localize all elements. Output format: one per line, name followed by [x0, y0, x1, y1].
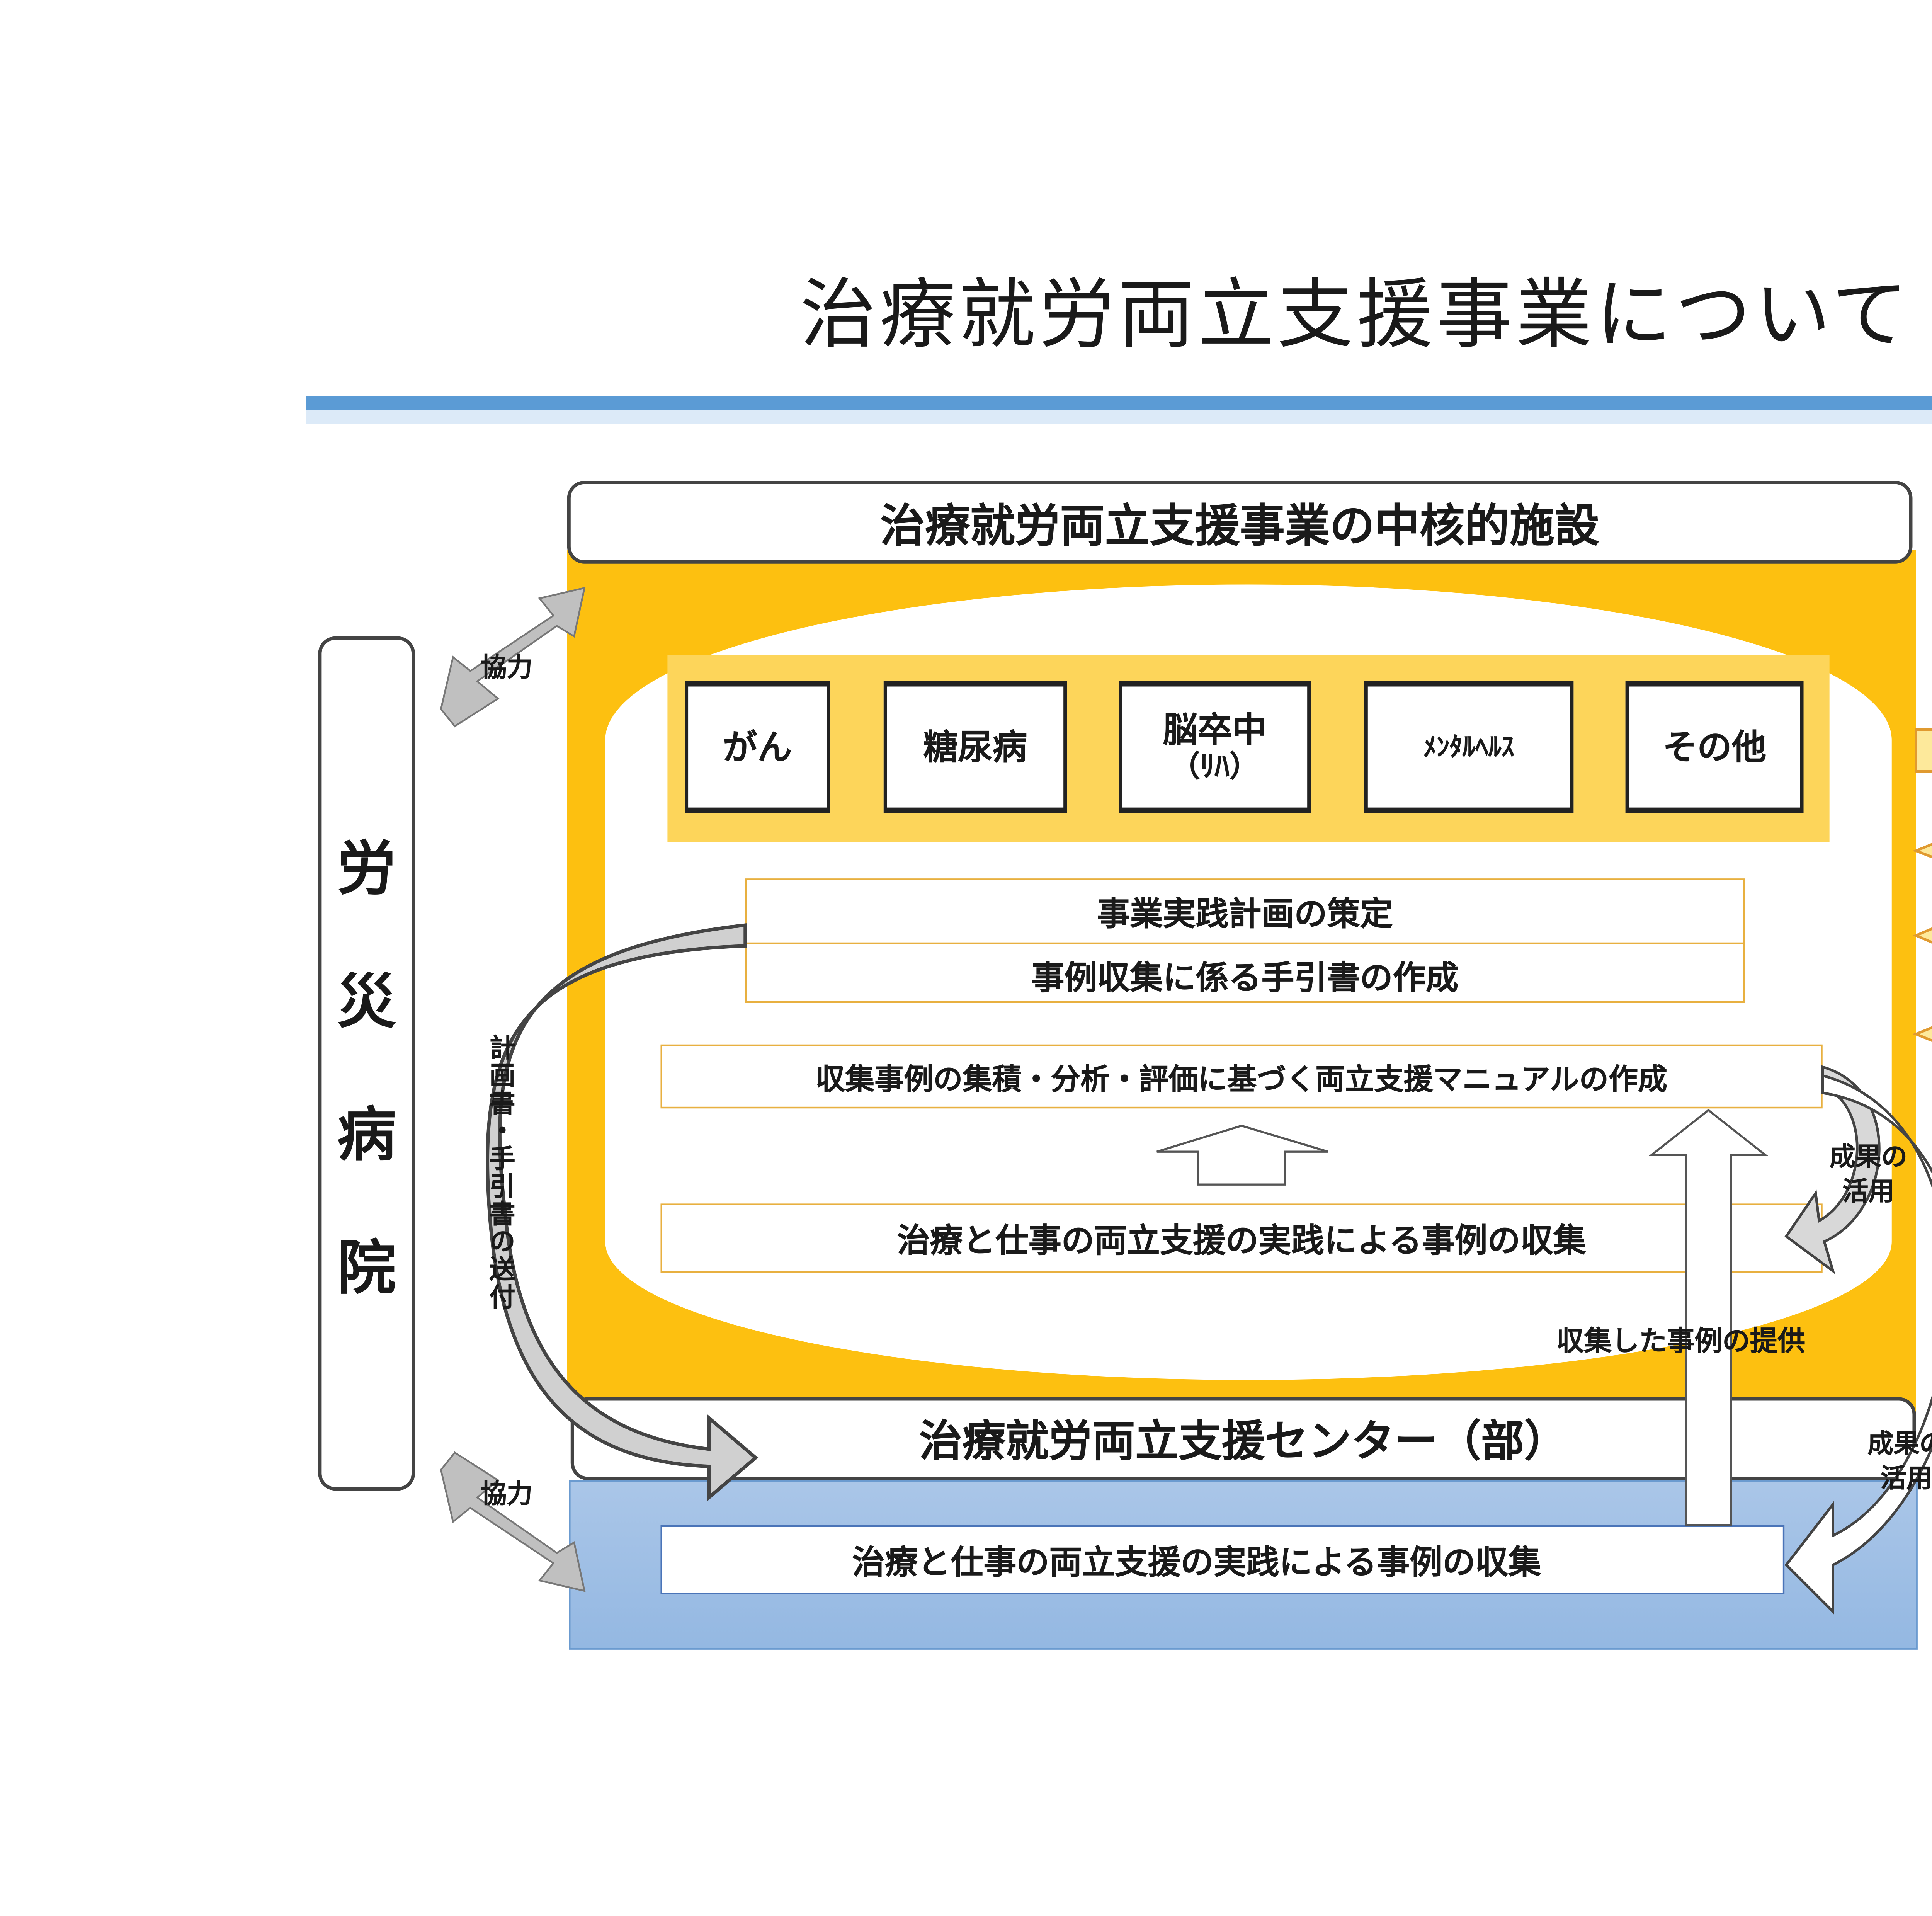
use-results-inner-label: 成果の 活用 [1830, 1141, 1907, 1209]
disease-stroke: 脳卒中 （ﾘﾊ） [1119, 681, 1311, 813]
research-use-arrow [1912, 843, 1932, 859]
title-rule [306, 396, 1932, 410]
workplace-info-arrow [1912, 1026, 1932, 1042]
use-results-outer-label: 成果の 活用 [1867, 1428, 1932, 1496]
send-docs-curve-arrow [486, 923, 759, 1501]
plan-row-guidebook: 事例収集に係る手引書の作成 [747, 942, 1743, 1007]
send-docs-label: 計画書・手引書の送付 [486, 1034, 517, 1311]
disease-label: 脳卒中 [1163, 708, 1267, 750]
cooperation-arrow-top [440, 587, 586, 728]
provide-cases-arrow [1648, 1109, 1769, 1526]
disease-mental-health: ﾒﾝﾀﾙﾍﾙｽ [1364, 681, 1574, 813]
info-provide-arrow [1912, 927, 1932, 944]
rousai-hospital-box: 労 災 病 院 [318, 636, 415, 1491]
disease-sublabel: （ﾘﾊ） [1170, 750, 1259, 785]
hospital-char: 災 [337, 968, 396, 1038]
label-line: 活用 [1880, 1462, 1932, 1493]
cooperation-label-bottom: 協力 [481, 1478, 533, 1510]
label-line: 活用 [1842, 1175, 1895, 1206]
label-line: 成果の [1867, 1428, 1932, 1460]
use-results-outer-arrow [1784, 1074, 1932, 1615]
provide-results-up-arrow [1915, 728, 1932, 773]
disease-diabetes: 糖尿病 [883, 681, 1067, 813]
plan-row-strategy: 事業実践計画の策定 [1097, 895, 1393, 933]
disease-label: 糖尿病 [923, 726, 1027, 768]
plan-box: 事業実践計画の策定 事例収集に係る手引書の作成 [745, 878, 1745, 1003]
title-rule-light [306, 410, 1932, 424]
disease-cancer: がん [685, 681, 830, 813]
label-line: 成果の [1829, 1141, 1908, 1172]
up-arrow-outline [1156, 1125, 1328, 1186]
core-facility-header: 治療就労両立支援事業の中核的施設 [567, 480, 1913, 564]
disease-label: その他 [1662, 726, 1767, 768]
disease-other: その他 [1625, 681, 1804, 813]
hospital-char: 労 [337, 835, 396, 905]
manual-box: 収集事例の集積・分析・評価に基づく両立支援マニュアルの作成 [660, 1044, 1823, 1109]
core-collection-box: 治療と仕事の両立支援の実践による事例の収集 [660, 1203, 1823, 1273]
hospital-char: 病 [337, 1101, 396, 1171]
cooperation-label-top: 協力 [481, 652, 533, 683]
disease-label: がん [723, 726, 792, 768]
page-title: 治療就労両立支援事業について [800, 271, 1912, 360]
use-results-inner-arrow [1784, 1065, 1881, 1274]
hospital-char: 院 [337, 1234, 396, 1304]
disease-label: ﾒﾝﾀﾙﾍﾙｽ [1423, 731, 1515, 763]
center-collection-box: 治療と仕事の両立支援の実践による事例の収集 [660, 1525, 1785, 1594]
cooperation-arrow-bottom [440, 1451, 586, 1592]
provide-cases-label: 収集した事例の提供 [1556, 1324, 1806, 1358]
